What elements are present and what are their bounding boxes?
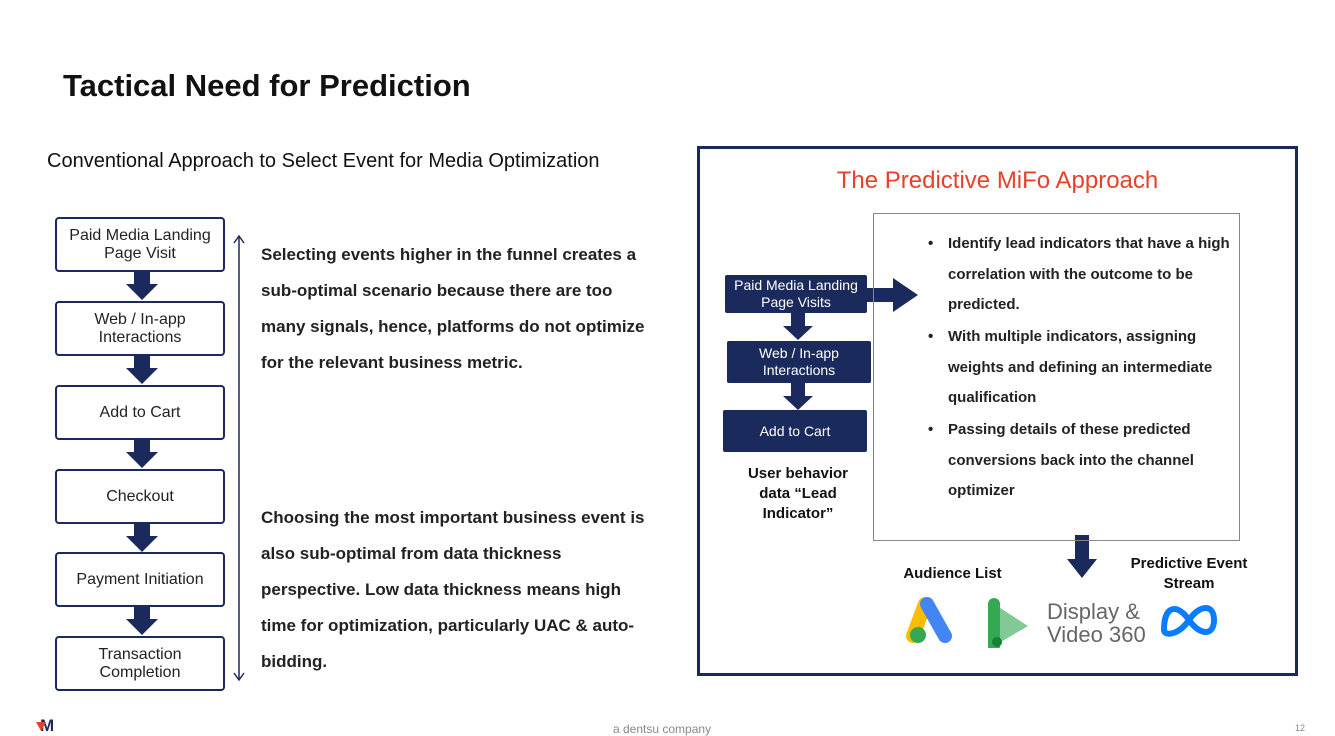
down-arrow-icon — [126, 524, 158, 552]
down-arrow-icon — [1067, 535, 1097, 578]
page-number: 12 — [1295, 723, 1306, 733]
funnel-step-paid-media: Paid Media Landing Page Visit — [55, 217, 225, 272]
bullet-item: Passing details of these predicted conve… — [928, 415, 1238, 507]
right-arrow-icon — [867, 278, 918, 312]
down-arrow-icon — [126, 356, 158, 384]
double-arrow-line-icon — [233, 234, 245, 682]
audience-list-label: Audience List — [903, 565, 1002, 582]
predictive-approach-panel: The Predictive MiFo Approach — [697, 146, 1298, 676]
mifo-step-web-interactions: Web / In-app Interactions — [727, 341, 871, 383]
funnel-step-checkout: Checkout — [55, 469, 225, 524]
down-arrow-icon — [126, 272, 158, 300]
funnel-step-web-interactions: Web / In-app Interactions — [55, 301, 225, 356]
mifo-step-paid-media: Paid Media Landing Page Visits — [725, 275, 867, 313]
paragraph-business-event: Choosing the most important business eve… — [261, 508, 645, 671]
bullet-item: Identify lead indicators that have a hig… — [928, 229, 1238, 321]
funnel-step-transaction: Transaction Completion — [55, 636, 225, 691]
mifo-step-add-to-cart: Add to Cart — [723, 410, 867, 452]
user-behavior-label: User behavior data “Lead Indicator” — [747, 465, 849, 522]
footer-company: a dentsu company — [613, 722, 712, 736]
logo-accent-icon — [36, 722, 46, 731]
google-ads-icon — [906, 597, 952, 643]
page-title: Tactical Need for Prediction — [63, 68, 471, 103]
bullets-box — [873, 213, 1240, 541]
panel-title: The Predictive MiFo Approach — [836, 167, 1159, 194]
dv360-icon — [988, 598, 1028, 648]
dv360-wordmark: Display & Video 360 — [1047, 599, 1146, 647]
section-subtitle: Conventional Approach to Select Event fo… — [47, 150, 600, 172]
funnel-step-add-to-cart: Add to Cart — [55, 385, 225, 440]
paragraph-higher-funnel: Selecting events higher in the funnel cr… — [261, 245, 645, 372]
down-arrow-icon — [783, 383, 813, 410]
down-arrow-icon — [126, 440, 158, 468]
down-arrow-icon — [126, 607, 158, 635]
down-arrow-icon — [783, 313, 813, 340]
meta-icon — [1160, 605, 1218, 637]
predictive-stream-label: Predictive Event Stream — [1130, 555, 1248, 592]
bullet-item: With multiple indicators, assigning weig… — [928, 322, 1238, 414]
funnel-step-payment: Payment Initiation — [55, 552, 225, 607]
